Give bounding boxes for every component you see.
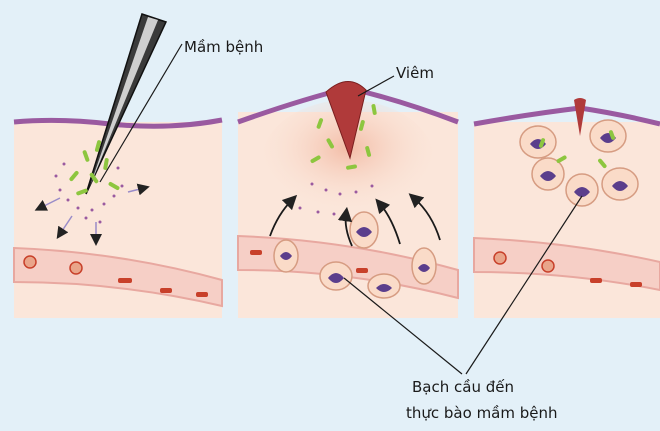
panel-1-red-blood-cell <box>118 278 132 283</box>
panel-2-red-blood-cell <box>356 268 368 273</box>
pathogen-label: Mầm bệnh <box>184 38 263 56</box>
panel-3-red-blood-cell <box>590 278 602 283</box>
panel-1-pathogen-entry: Mầm bệnh <box>14 14 263 318</box>
panel-3-red-blood-cell <box>630 282 642 287</box>
panel-1-red-blood-cell <box>70 262 82 274</box>
wbc-label-line1: Bạch cầu đến <box>412 378 514 396</box>
inflammation-label: Viêm <box>396 64 434 82</box>
panel-3-skin-edge <box>474 108 660 124</box>
panel-2-red-blood-cell <box>250 250 262 255</box>
panel-1-red-blood-cell <box>196 292 208 297</box>
panel-3-red-blood-cell <box>494 252 506 264</box>
panel-1-red-blood-cell <box>160 288 172 293</box>
panel-2-inflammation: Viêm <box>238 64 458 318</box>
panel-3-red-blood-cell <box>542 260 554 272</box>
wbc-label-line2: thực bào mầm bệnh <box>406 404 558 422</box>
panel-1-red-blood-cell <box>24 256 36 268</box>
panel-3-phagocytosis <box>474 98 660 318</box>
